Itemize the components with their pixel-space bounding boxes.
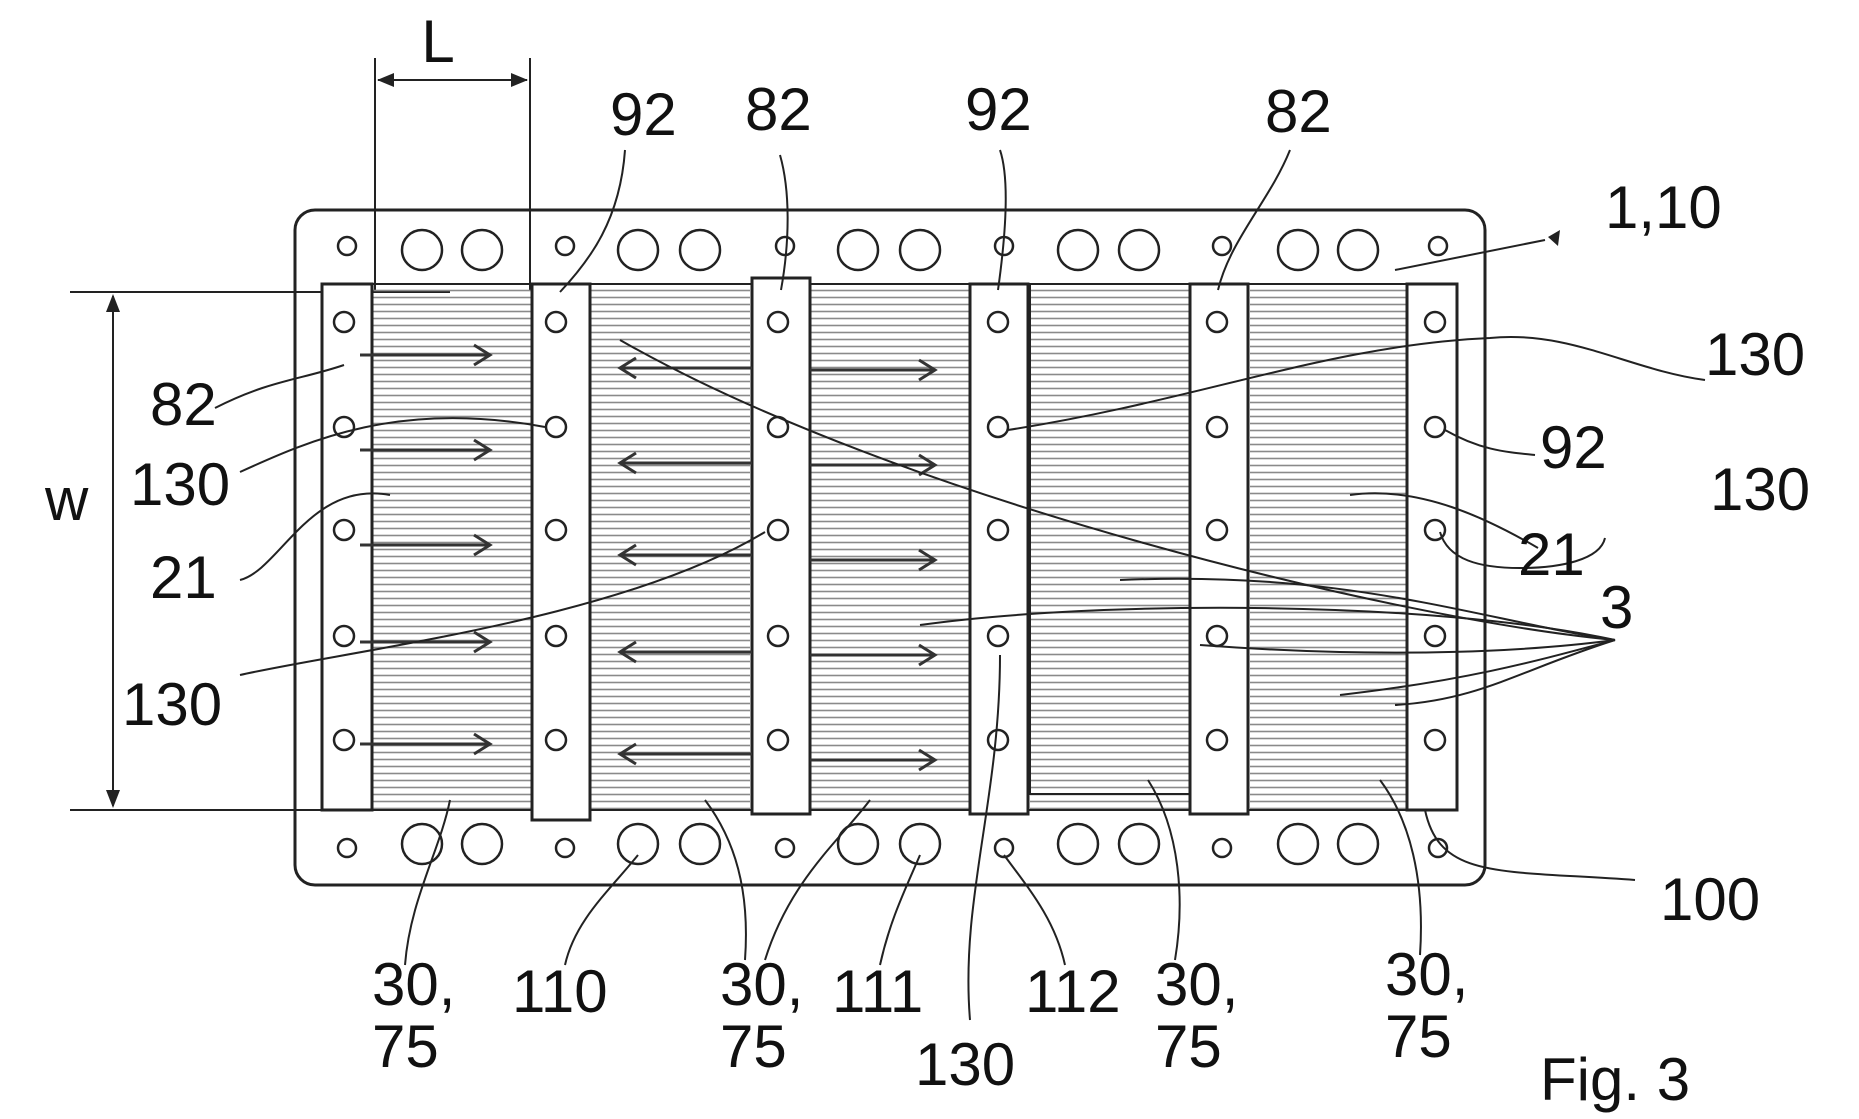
- label-hole-130-a: 130: [1705, 321, 1805, 388]
- label-field-a-text: 30,: [372, 951, 455, 1018]
- label-port-110: 110: [512, 958, 608, 1025]
- hatch-fields: [372, 284, 1410, 814]
- label-device: 1,10: [1605, 174, 1722, 241]
- label-field-c-text-line-2: 75: [1155, 1013, 1222, 1080]
- label-plate: 100: [1660, 866, 1760, 933]
- label-strip-92-top-a: 92: [610, 81, 677, 148]
- label-field-d-text-line-2: 75: [1385, 1003, 1452, 1070]
- label-strip-82-top-a: 82: [745, 76, 812, 143]
- label-strip-92-top-b: 92: [965, 76, 1032, 143]
- bottom-ports: [338, 824, 1447, 864]
- label-hole-130-e: 130: [915, 1031, 1015, 1098]
- label-channel-a: 21: [150, 544, 217, 611]
- label-field-b: 30, 75: [720, 951, 820, 1080]
- figure-caption: Fig. 3: [1540, 1046, 1690, 1113]
- label-field-c: 30, 75: [1155, 951, 1255, 1080]
- label-field-a-text-line-2: 75: [372, 1013, 439, 1080]
- label-strip-92-right: 92: [1540, 414, 1607, 481]
- label-strip-82-left: 82: [150, 371, 217, 438]
- label-port-111: 111: [832, 958, 923, 1025]
- dimension-length: L: [375, 8, 530, 290]
- label-channel-b: 21: [1518, 521, 1585, 588]
- label-field-d-text: 30,: [1385, 941, 1468, 1008]
- label-width: w: [44, 466, 89, 533]
- top-ports: [338, 230, 1447, 270]
- label-hole-130-d: 130: [122, 671, 222, 738]
- label-field-a: 30, 75: [372, 951, 472, 1080]
- label-field-b-text-line-2: 75: [720, 1013, 787, 1080]
- label-length: L: [421, 8, 454, 75]
- label-port-112: 112: [1025, 958, 1121, 1025]
- label-field-b-text: 30,: [720, 951, 803, 1018]
- label-strip-82-top-b: 82: [1265, 78, 1332, 145]
- label-field-d: 30, 75: [1385, 941, 1485, 1070]
- label-hole-130-c: 130: [130, 451, 230, 518]
- label-field-c-text: 30,: [1155, 951, 1238, 1018]
- label-sections: 3: [1600, 574, 1633, 641]
- label-hole-130-b: 130: [1710, 456, 1810, 523]
